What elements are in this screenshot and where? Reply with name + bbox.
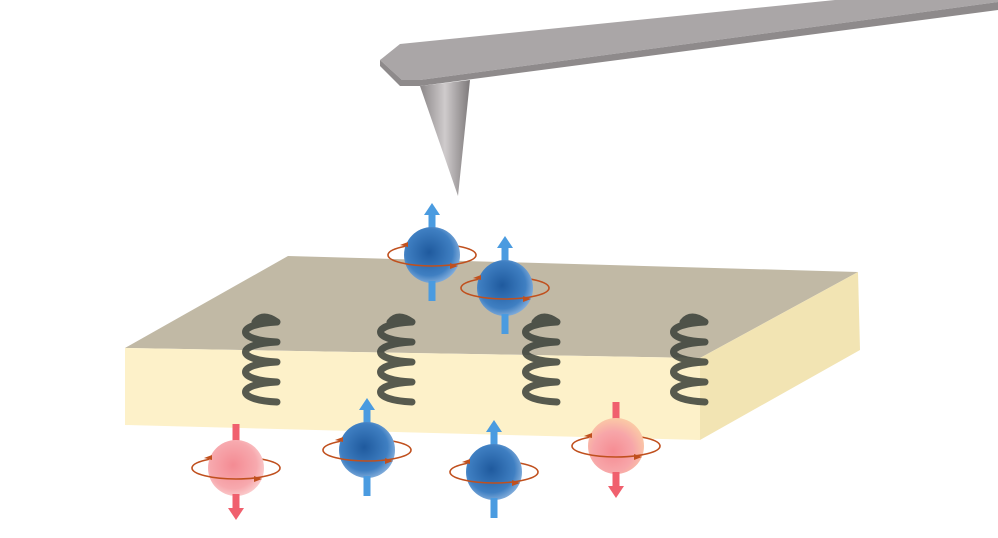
- particle-sphere: [339, 422, 395, 478]
- arrow-down-icon: [608, 486, 624, 498]
- spring-icon: [242, 313, 281, 406]
- orbit-front: [191, 467, 281, 480]
- orbit-arrow-icon: [204, 455, 212, 460]
- orbit-arrow-icon: [523, 296, 531, 302]
- spin-arrow-tail: [428, 281, 436, 301]
- spin-down-particle: [571, 402, 661, 498]
- particle-sphere: [477, 260, 533, 316]
- orbit-arrow-icon: [450, 263, 458, 269]
- orbit-arrow-icon: [634, 454, 642, 460]
- arrow-up-icon: [497, 236, 513, 248]
- orbit-arrow-icon: [385, 458, 393, 464]
- orbit-arrow-icon: [400, 242, 408, 247]
- slab-front-face: [125, 348, 700, 440]
- particle-sphere: [466, 444, 522, 500]
- afm-tip: [420, 80, 470, 196]
- orbit-arrow-icon: [473, 275, 481, 280]
- particle-sphere: [208, 440, 264, 496]
- spring-icon: [522, 313, 561, 406]
- particle-sphere: [404, 227, 460, 283]
- orbit-arrow-icon: [584, 433, 592, 438]
- spin-arrow-tail: [501, 314, 509, 334]
- orbit-front: [387, 254, 477, 267]
- orbit-front: [449, 471, 539, 484]
- spring-icon: [377, 313, 416, 406]
- arrow-up-icon: [424, 203, 440, 215]
- spin-up-particle: [387, 203, 477, 301]
- cantilever-top: [380, 0, 998, 80]
- orbit-front: [460, 287, 550, 300]
- orbit-arrow-icon: [512, 480, 520, 486]
- orbit-front: [322, 449, 412, 462]
- spin-arrow-tail: [232, 494, 240, 510]
- orbit-arrow-icon: [254, 476, 262, 482]
- slab-side-face: [700, 272, 860, 440]
- spin-arrow-tail: [612, 472, 620, 488]
- spin-arrow-tail: [363, 476, 371, 496]
- spring-icon: [670, 313, 709, 406]
- arrow-down-icon: [228, 508, 244, 520]
- afm-cantilever: [380, 0, 998, 196]
- arrow-up-icon: [359, 398, 375, 410]
- particle-sphere: [588, 418, 644, 474]
- orbit-arrow-icon: [462, 459, 470, 464]
- spin-down-particle: [191, 424, 281, 520]
- spin-up-particle: [449, 420, 539, 518]
- orbit-front: [571, 445, 661, 458]
- spin-up-particle: [322, 398, 412, 496]
- cantilever-edge: [380, 2, 998, 86]
- orbit-arrow-icon: [335, 437, 343, 442]
- spin-arrow-tail: [490, 498, 498, 518]
- spin-up-particle: [460, 236, 550, 334]
- arrow-up-icon: [486, 420, 502, 432]
